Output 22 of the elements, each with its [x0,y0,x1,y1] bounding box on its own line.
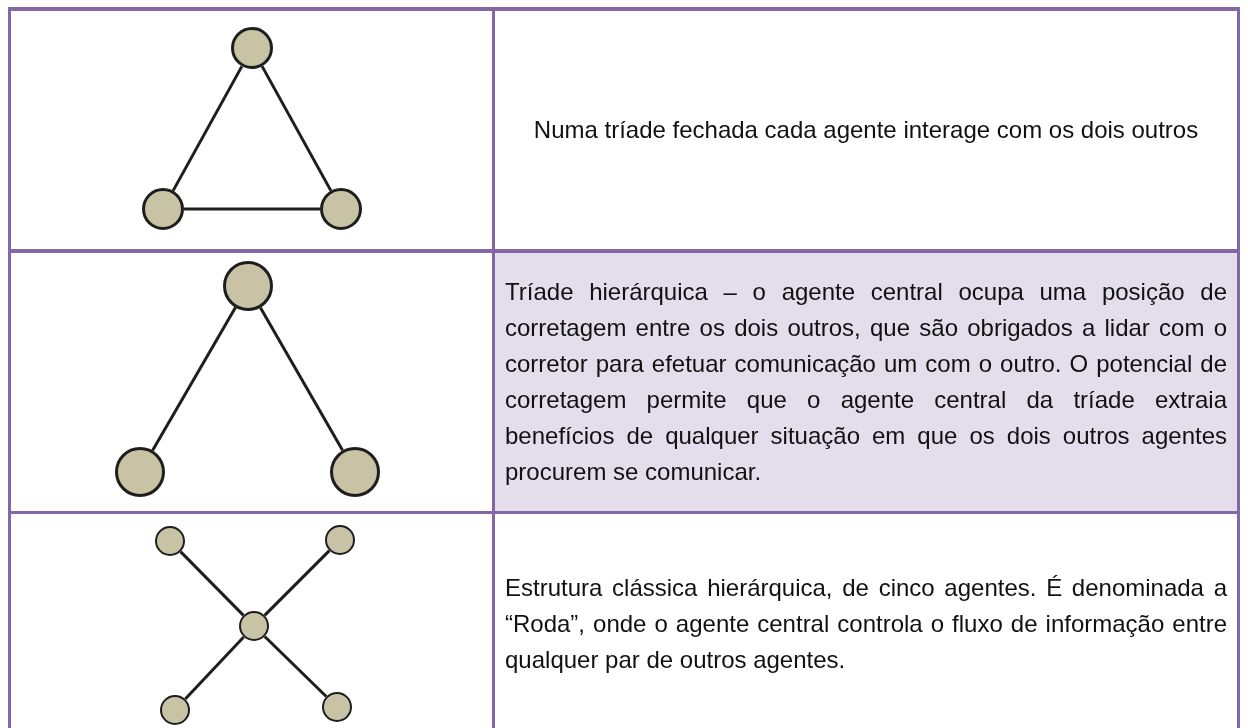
agent-circle [330,447,380,497]
agent-circle [320,188,362,230]
connector-line [259,306,344,452]
description-text: Tríade hierárquica – o agente central ocupa uma posição de corretagem entre os dois outros, que são obrigados a lidar com o corretor para efetuar comunicação um com o outro. O potencial de corretagem permite que o agente central da tríade extraia benefícios de qualquer situação em que os dois outros agentes procurem se comunicar. [495,253,1240,514]
connector-line [260,65,333,192]
connector-line [151,306,237,452]
agent-circle [142,188,184,230]
description-text: Numa tríade fechada cada agente interage com os dois outros [495,11,1240,253]
connector-line [179,550,245,617]
connector-line [184,207,320,211]
agent-circle [155,526,185,556]
agent-circle [223,261,273,311]
connector-line [184,635,245,701]
agent-circle [160,695,190,725]
agent-circle [231,27,273,69]
agent-circle [325,525,355,555]
connector-line [263,549,331,617]
agent-circle [322,692,352,722]
agent-circle [239,611,269,641]
connector-line [263,635,328,698]
agent-circle [115,447,165,497]
connector-line [171,65,244,192]
